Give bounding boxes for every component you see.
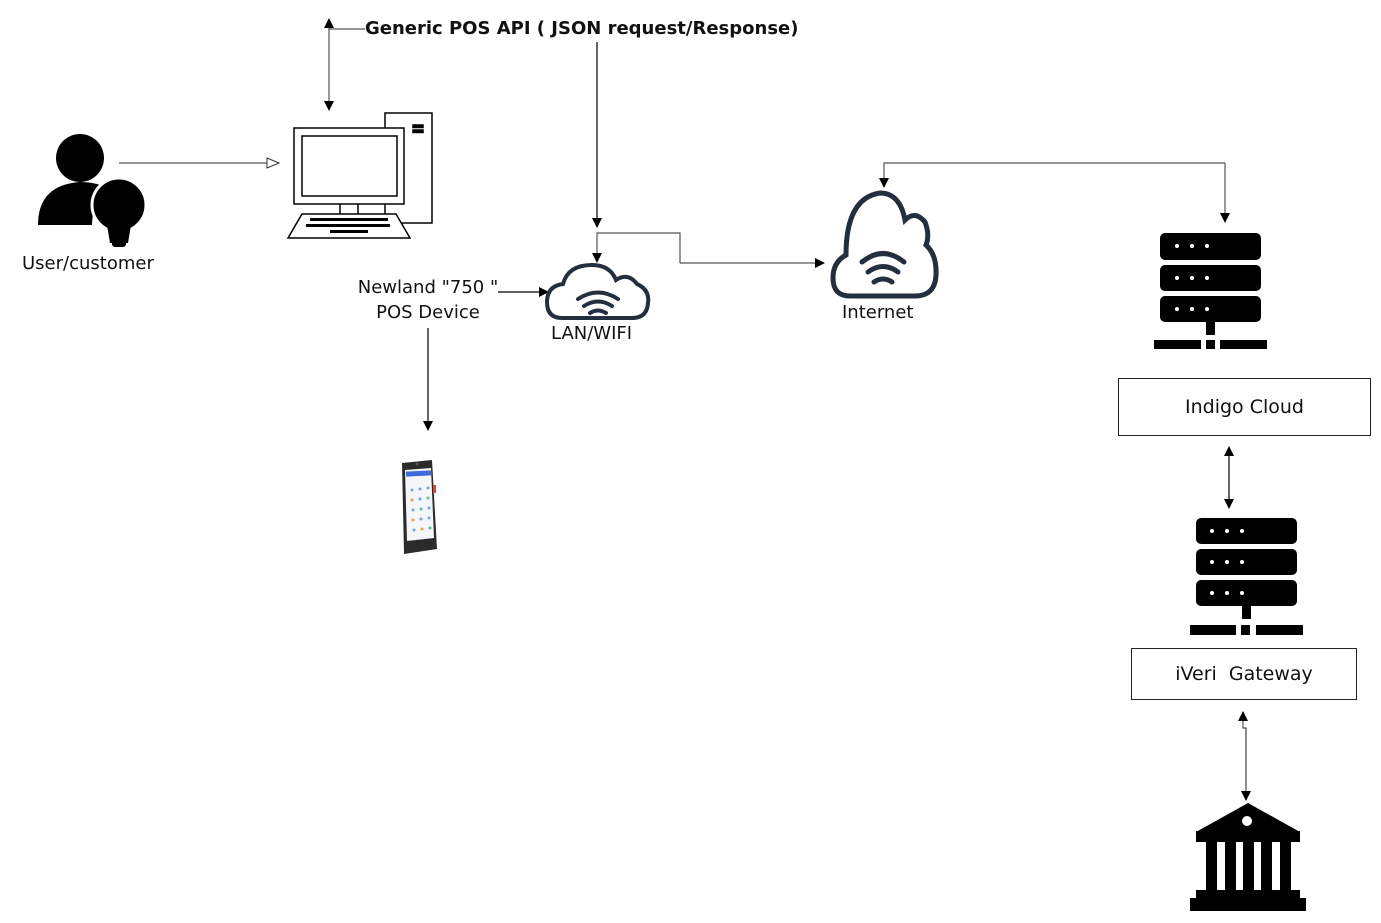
bank-icon [1190,803,1306,911]
iveri-gateway-box: iVeri Gateway [1131,648,1357,700]
cloud-wifi-icon [544,262,651,320]
api-label: Generic POS API ( JSON request/Response) [365,18,799,39]
internet-label: Internet [842,302,914,323]
server-icon [1190,518,1303,635]
desktop-computer-icon [286,112,433,239]
lan-label: LAN/WIFI [551,323,633,344]
user-label: User/customer [22,253,154,274]
pos-terminal-icon [402,460,437,554]
edge-api-pc [324,18,365,30]
iveri-gateway-label: iVeri Gateway [1175,663,1313,685]
cloud-wifi-icon [830,190,939,299]
edge-internet-indigo [879,162,1225,188]
user-lightbulb-icon [38,134,148,247]
edge-lan-internet [592,232,681,263]
indigo-cloud-box: Indigo Cloud [1118,378,1371,436]
indigo-cloud-label: Indigo Cloud [1185,396,1304,418]
pos-device-label: Newland "750 " POS Device [355,275,501,325]
pos-device-label-line1: Newland "750 " [357,277,499,298]
server-icon [1154,233,1267,349]
pos-device-label-line2: POS Device [376,302,480,324]
